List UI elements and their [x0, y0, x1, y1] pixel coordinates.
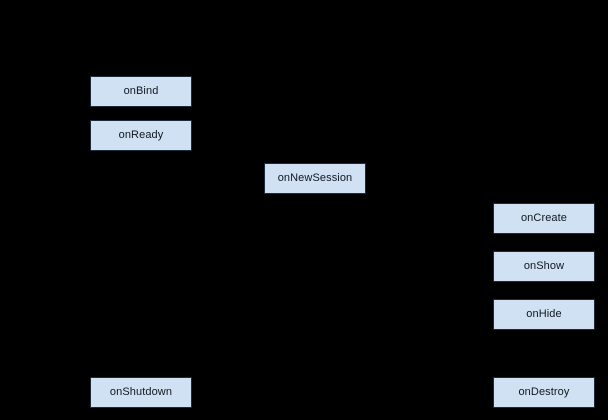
- node-label: onShutdown: [109, 386, 173, 398]
- node-onhide[interactable]: onHide: [493, 299, 595, 330]
- node-label: onCreate: [520, 212, 568, 224]
- node-onbind[interactable]: onBind: [90, 76, 192, 107]
- node-label: onShow: [523, 260, 565, 272]
- node-ondestroy[interactable]: onDestroy: [493, 377, 595, 408]
- node-label: onBind: [123, 85, 159, 97]
- node-label: onReady: [118, 129, 164, 141]
- node-label: onHide: [526, 308, 562, 320]
- node-oncreate[interactable]: onCreate: [493, 203, 595, 234]
- node-label: onNewSession: [277, 172, 353, 184]
- node-label: onDestroy: [518, 386, 570, 398]
- node-onshutdown[interactable]: onShutdown: [90, 377, 192, 408]
- node-onshow[interactable]: onShow: [493, 251, 595, 282]
- node-onready[interactable]: onReady: [90, 120, 192, 151]
- node-onnewsession[interactable]: onNewSession: [264, 163, 366, 194]
